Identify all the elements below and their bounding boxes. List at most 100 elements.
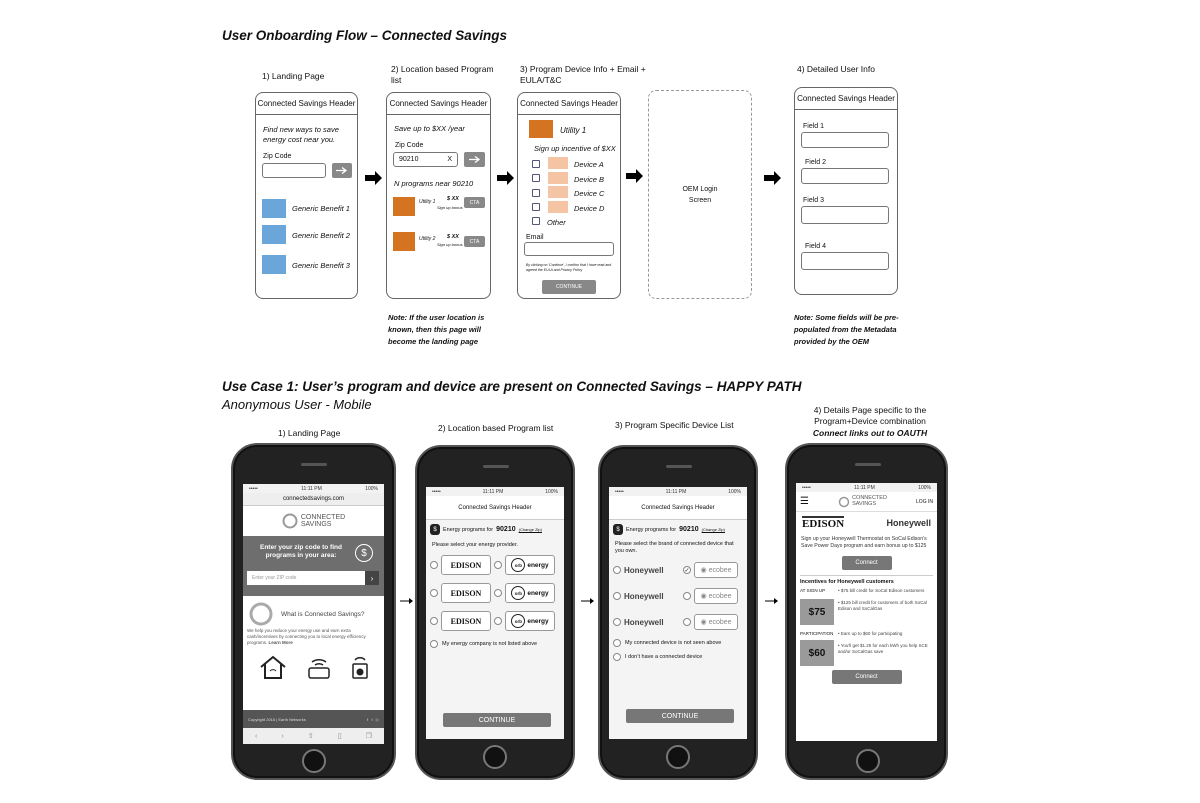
home-button[interactable] — [483, 745, 507, 769]
home-button[interactable] — [666, 745, 690, 769]
provider-radio[interactable] — [430, 617, 438, 625]
amount-60: $60 — [800, 640, 834, 666]
not-listed-radio[interactable] — [430, 640, 438, 648]
tabs-icon[interactable]: ❐ — [365, 733, 372, 740]
field-1-input[interactable] — [801, 132, 889, 148]
change-zip-link[interactable]: (Change Zip) — [701, 527, 725, 532]
share-icon[interactable]: ⇧ — [307, 733, 314, 740]
device-checkbox[interactable] — [532, 189, 540, 197]
device-checkbox[interactable] — [532, 160, 540, 168]
note-landing: Note: If the user location is known, the… — [388, 313, 485, 346]
brand-radio-checked[interactable]: ✓ — [683, 566, 691, 574]
wf-header: Connected Savings Header — [256, 93, 357, 115]
benefit-image — [262, 255, 286, 274]
home-button[interactable] — [856, 749, 880, 773]
field-1-label: Field 1 — [803, 123, 825, 130]
no-device-radio[interactable] — [613, 653, 621, 661]
honeywell-logo: Honeywell — [886, 518, 931, 528]
back-icon[interactable]: ‹ — [255, 732, 258, 740]
brand-row[interactable]: Honeywell ◉ ecobee — [609, 583, 747, 609]
participation-incentive: PARTICIPATION $60 • Earn up to $60 for p… — [796, 625, 937, 666]
url-bar[interactable]: connectedsavings.com — [243, 493, 384, 506]
provider-radio-selected[interactable] — [494, 561, 502, 569]
landing-tagline: Find new ways to save energy cost near y… — [263, 125, 339, 144]
clear-icon[interactable]: X — [447, 156, 452, 163]
signup-incentive: AT SIGN UP $75 • $75 bill credit for SoC… — [796, 585, 937, 625]
connect-button[interactable]: Connect — [841, 556, 892, 570]
connect-button-2[interactable]: Connect — [831, 670, 902, 684]
forward-icon[interactable]: › — [281, 732, 284, 740]
zip-prompt: Enter your zip code to find programs in … — [260, 544, 342, 559]
zip-input[interactable] — [262, 163, 326, 178]
no-device-row[interactable]: I don’t have a connected device — [609, 651, 747, 663]
benefit-2: Generic Benefit 2 — [292, 231, 350, 240]
continue-button[interactable]: CONTINUE — [542, 280, 596, 294]
field-4-input[interactable] — [801, 252, 889, 270]
edison-logo: EDISON — [441, 555, 491, 575]
zip-value: 90210 — [399, 156, 419, 163]
not-seen-label: My connected device is not seen above — [625, 640, 722, 646]
device-checkbox[interactable] — [532, 203, 540, 211]
provider-radio[interactable] — [430, 589, 438, 597]
zip-go-button[interactable]: › — [365, 571, 379, 585]
zip-submit-button[interactable] — [332, 163, 352, 178]
no-device-label: I don’t have a connected device — [625, 654, 703, 660]
field-2-input[interactable] — [801, 168, 889, 184]
other-checkbox[interactable] — [532, 217, 540, 225]
device-image — [548, 201, 568, 213]
not-seen-radio[interactable] — [613, 639, 621, 647]
provider-radio[interactable] — [494, 617, 502, 625]
what-is-label: What is Connected Savings? — [281, 610, 365, 618]
menu-icon[interactable]: ☰ — [800, 496, 809, 507]
phone-speaker — [301, 463, 327, 466]
zip-input[interactable]: Enter your ZIP code — [247, 571, 365, 585]
not-seen-row[interactable]: My connected device is not seen above — [609, 635, 747, 651]
wf-header: Connected Savings Header — [387, 93, 490, 115]
participation-label: PARTICIPATION — [800, 631, 834, 636]
partner-logos: EDISON Honeywell — [796, 512, 937, 534]
device-image — [548, 172, 568, 184]
brand-row[interactable]: Honeywell ◉ ecobee — [609, 609, 747, 635]
bullet-1: • $75 bill credit for SoCal Edison custo… — [838, 588, 925, 593]
home-button[interactable] — [302, 749, 326, 773]
device-icons — [243, 646, 384, 680]
change-zip-link[interactable]: (Change Zip) — [518, 527, 542, 532]
phone-speaker — [855, 463, 881, 466]
continue-button[interactable]: CONTINUE — [443, 713, 551, 727]
brand-radio[interactable] — [613, 592, 621, 600]
programs-for-row: $ Energy programs for 90210 (Change Zip) — [609, 520, 747, 539]
cta-button[interactable]: CTA — [464, 197, 485, 208]
not-listed-row[interactable]: My energy company is not listed above — [426, 635, 564, 653]
login-link[interactable]: LOG IN — [916, 498, 933, 505]
email-input[interactable] — [524, 242, 614, 256]
utility-name: Utility 1 — [560, 126, 587, 135]
learn-more-link[interactable]: Learn More — [268, 640, 293, 645]
social-icons[interactable]: f t ▷ — [367, 716, 379, 722]
utility-sub: Sign up bonus — [437, 242, 463, 247]
s2-step3-label: 3) Program Specific Device List — [615, 420, 734, 430]
field-3-input[interactable] — [801, 206, 889, 224]
section1-title: User Onboarding Flow – Connected Savings — [222, 28, 508, 43]
device-checkbox[interactable] — [532, 174, 540, 182]
device-a: Device A — [574, 160, 604, 169]
ecobee-logo: ◉ ecobee — [694, 614, 738, 630]
cta-button[interactable]: CTA — [464, 236, 485, 247]
continue-button[interactable]: CONTINUE — [626, 709, 734, 723]
brand-radio[interactable] — [683, 618, 691, 626]
zip-input[interactable]: 90210 X — [393, 152, 458, 167]
provider-radio[interactable] — [494, 589, 502, 597]
brand-radio[interactable] — [683, 592, 691, 600]
device-c: Device C — [574, 189, 605, 198]
brand-radio[interactable] — [613, 618, 621, 626]
provider-radio[interactable] — [430, 561, 438, 569]
brand-radio[interactable] — [613, 566, 621, 574]
zip-submit-button[interactable] — [464, 152, 485, 167]
bookmarks-icon[interactable]: ▯ — [337, 733, 342, 740]
brand-row[interactable]: Honeywell ✓ ◉ ecobee — [609, 557, 747, 583]
